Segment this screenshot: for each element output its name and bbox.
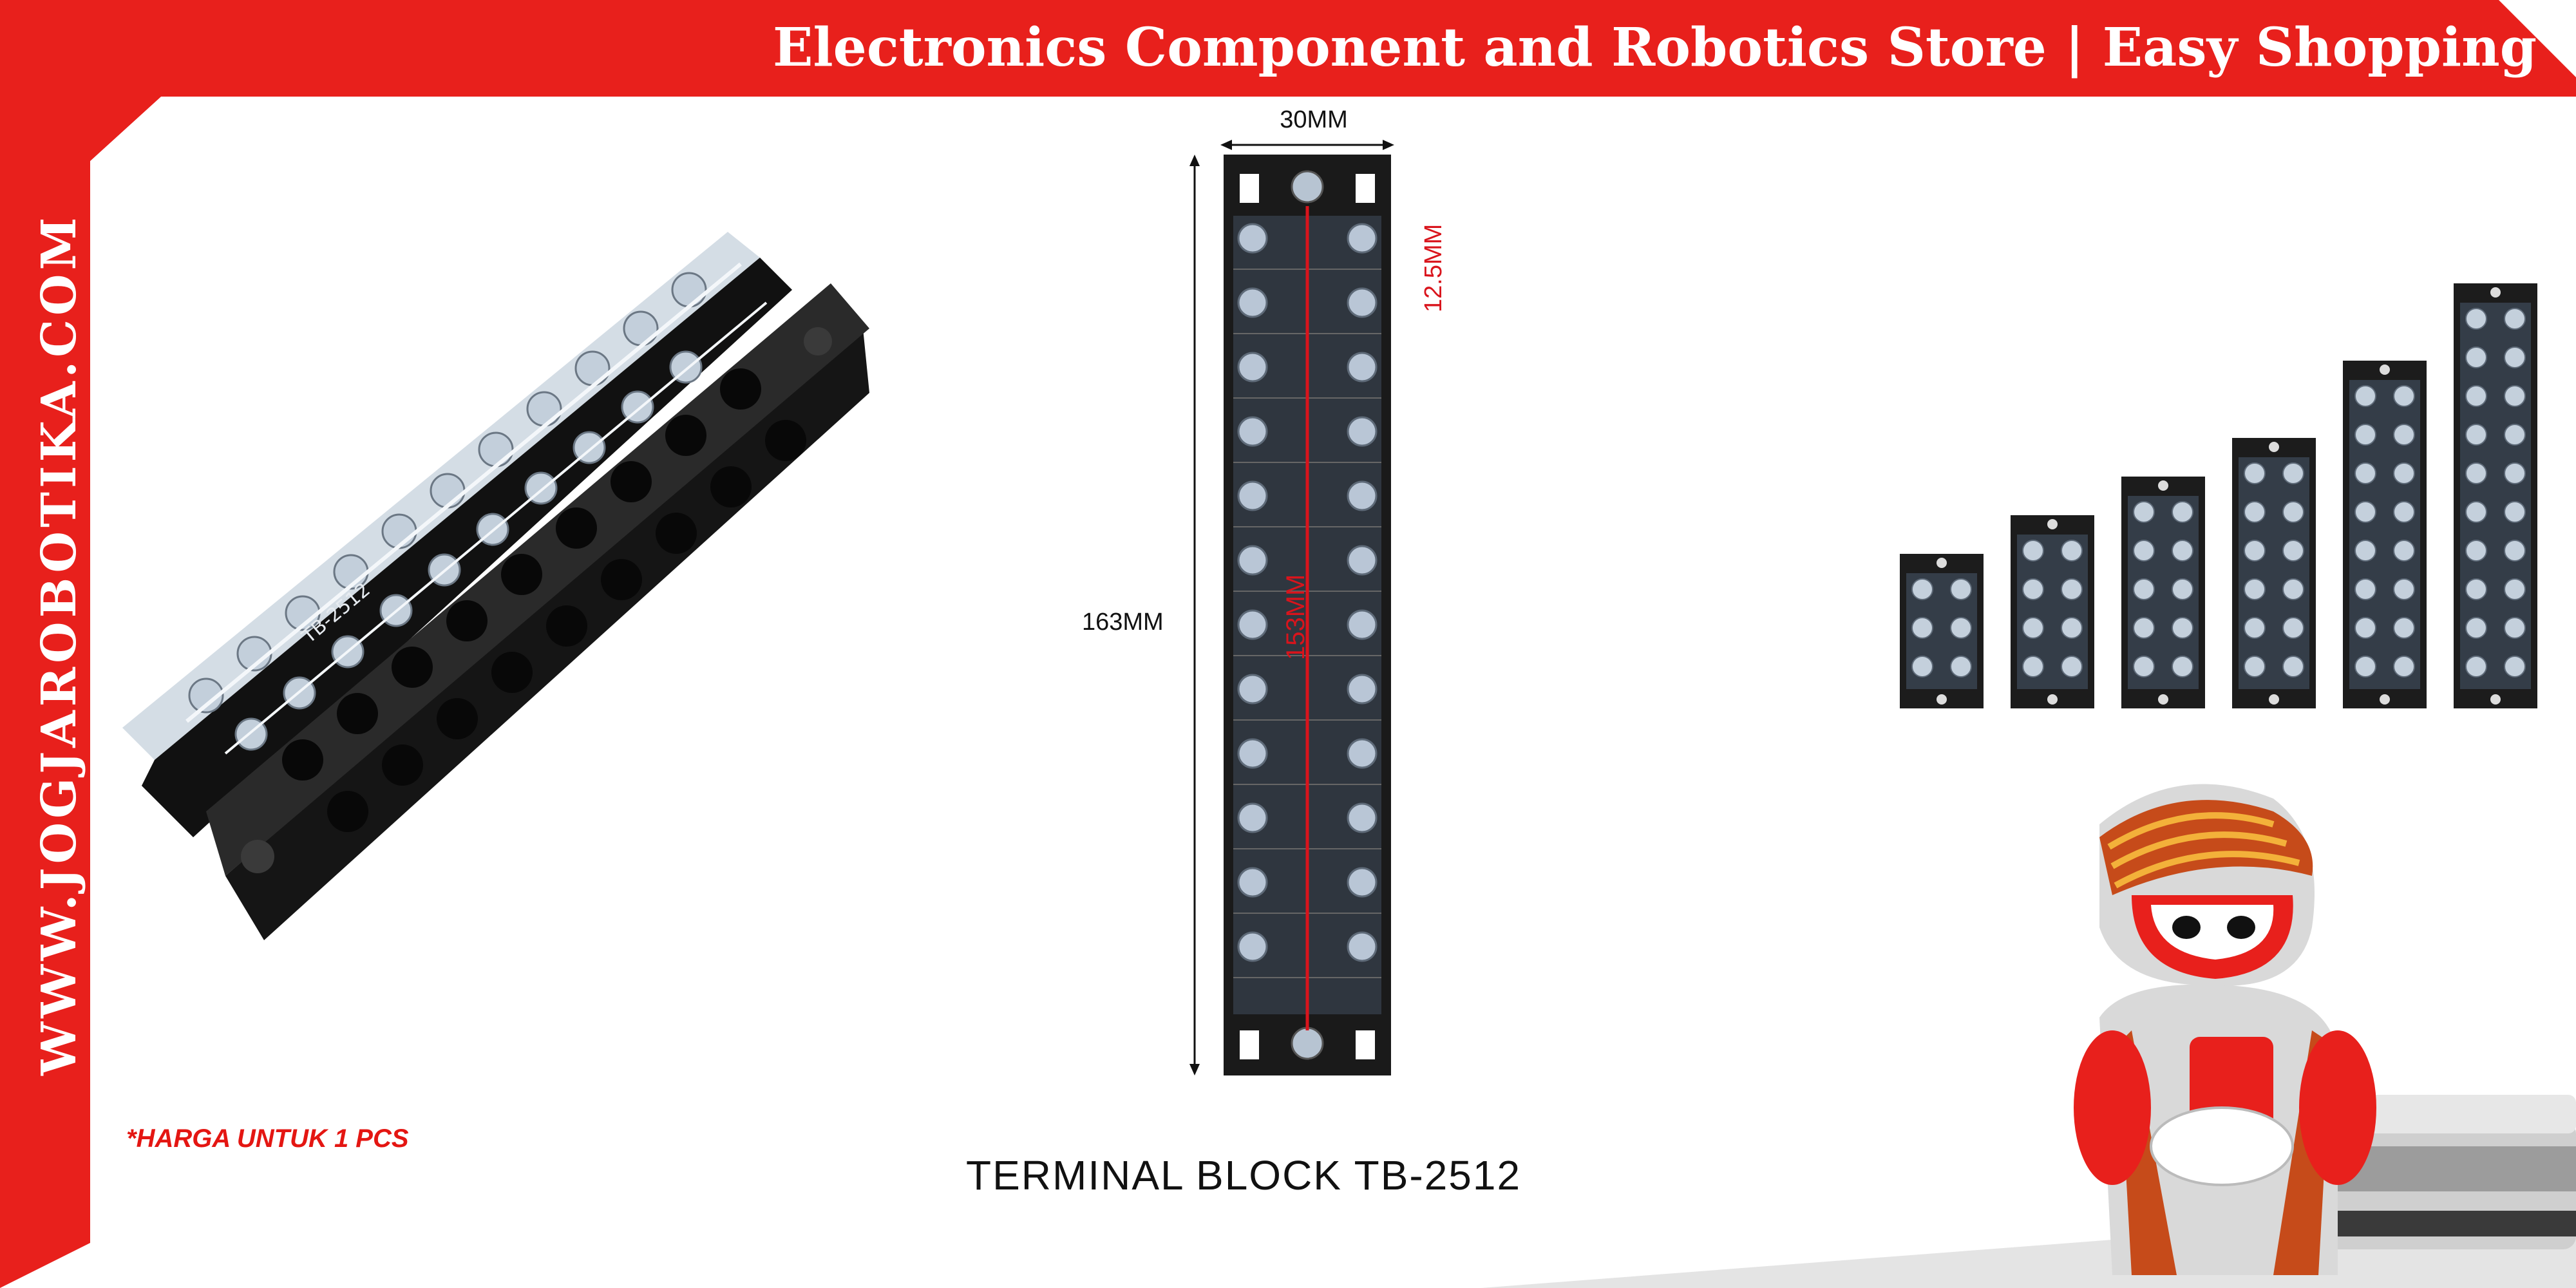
product-title: TERMINAL BLOCK TB-2512 [966, 1152, 1522, 1198]
terminal-block-size-6 [2232, 438, 2316, 708]
screw-icon [1347, 287, 1378, 318]
screw-icon [1237, 931, 1268, 962]
width-dimension-label: 30MM [1280, 106, 1348, 133]
product-photo-angled: TB-2512 [122, 232, 869, 940]
screw-icon [1347, 674, 1378, 705]
screw-icon [1237, 416, 1268, 447]
price-note: *HARGA UNTUK 1 PCS [126, 1124, 409, 1153]
screw-icon [1347, 223, 1378, 254]
screw-icon [1347, 802, 1378, 833]
screw-icon [1237, 223, 1268, 254]
inner-length-label: 153MM [1282, 574, 1310, 660]
screw-icon [1237, 352, 1268, 383]
screw-icon [1237, 480, 1268, 511]
width-dimension-arrow [1220, 140, 1394, 150]
screw-icon [1237, 609, 1268, 640]
height-dimension-arrow [1189, 155, 1200, 1075]
banner-title: Electronics Component and Robotics Store… [773, 17, 2537, 79]
terminal-block-size-4 [2011, 515, 2094, 708]
product-photo-top [1224, 155, 1391, 1075]
terminal-block-size-3 [1900, 554, 1984, 708]
screw-icon [1347, 931, 1378, 962]
screw-icon [1237, 674, 1268, 705]
screw-icon [1347, 867, 1378, 898]
screw-icon [1347, 609, 1378, 640]
pitch-dimension-label: 12.5MM [1420, 223, 1447, 312]
terminal-block-size-5 [2121, 477, 2205, 708]
screw-icon [1237, 545, 1268, 576]
height-dimension-label: 163MM [1082, 609, 1164, 636]
size-series-photo [1900, 283, 2537, 708]
screw-icon [1347, 480, 1378, 511]
terminal-block-size-8 [2343, 361, 2427, 708]
screw-icon [1237, 738, 1268, 769]
website-url[interactable]: WWW.JOGJAROBOTIKA.COM [32, 213, 87, 1075]
terminal-block-size-10 [2454, 283, 2537, 708]
screw-icon [1347, 352, 1378, 383]
screw-icon [1347, 416, 1378, 447]
screw-icon [1237, 867, 1268, 898]
screw-icon [1347, 545, 1378, 576]
screw-icon [1347, 738, 1378, 769]
screw-icon [1237, 802, 1268, 833]
screw-icon [1237, 287, 1268, 318]
mascot-robot-illustration [1481, 784, 2576, 1288]
